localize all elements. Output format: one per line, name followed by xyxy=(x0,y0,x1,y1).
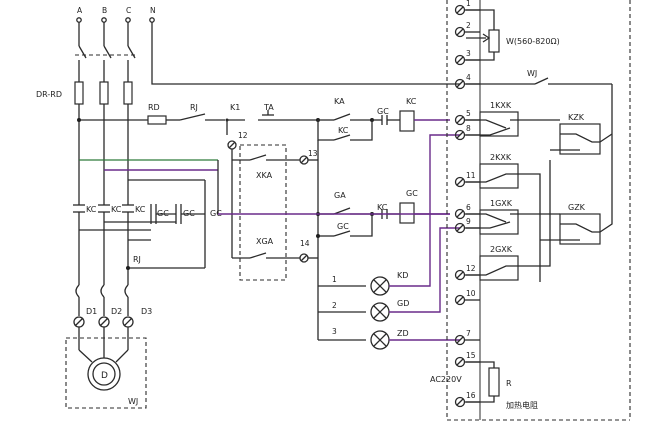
contact-gc-top-label: GC xyxy=(377,107,389,116)
terminal-d3-label: D3 xyxy=(141,307,152,316)
fuse-c xyxy=(123,81,133,105)
limit-switch-2gxk: 2GXK xyxy=(466,160,551,281)
fuse-a xyxy=(74,81,84,105)
terminal-number-10: 10 xyxy=(466,289,476,298)
switch-k1-label: K1 xyxy=(230,103,240,112)
button-xka-label: XKA xyxy=(256,171,273,180)
terminal-number-12: 12 xyxy=(466,264,476,273)
neutral-line xyxy=(151,22,460,85)
thermal-rj-label: RJ xyxy=(133,255,141,264)
contact-kc2-label: KC xyxy=(111,205,122,214)
local-control-panel: 12 XKA 13 XGA 14 xyxy=(226,120,319,281)
relay-rj-label: RJ xyxy=(190,103,198,112)
terminal-number-11: 11 xyxy=(466,171,476,180)
fuse-rd-label: RD xyxy=(148,103,160,112)
fuse-rd xyxy=(147,115,167,125)
node-12: 12 xyxy=(238,131,248,140)
potentiometer-w: W(560-820Ω) xyxy=(466,9,560,61)
lamp-kd-label: KD xyxy=(397,271,408,280)
terminal-number-4: 4 xyxy=(466,73,471,82)
terminal-number-3: 3 xyxy=(466,49,471,58)
resistor-r-label: R xyxy=(506,379,512,388)
phase-label-c: C xyxy=(126,6,131,15)
contact-ga-label: GA xyxy=(334,191,346,200)
button-xga-label: XGA xyxy=(256,237,274,246)
contact-kc3-label: KC xyxy=(135,205,146,214)
phase-label-b: B xyxy=(102,6,107,15)
panel-border xyxy=(239,144,287,281)
heater-label: 加热电阻 xyxy=(506,400,538,410)
phase-n-terminal xyxy=(149,17,155,23)
button-ta-label: TA xyxy=(263,103,274,112)
node-2: 2 xyxy=(332,301,337,310)
potentiometer-label: W(560-820Ω) xyxy=(506,37,560,46)
kzk-label: KZK xyxy=(568,113,585,122)
wj-line: WJ xyxy=(466,69,613,134)
terminal-number-6: 6 xyxy=(466,203,471,212)
motor-wj-label: WJ xyxy=(128,397,138,406)
terminal-d2-label: D2 xyxy=(111,307,122,316)
breaker-label: DR-RD xyxy=(36,90,62,99)
indicator-lamps: 1 KD 2 GD 3 ZD xyxy=(318,134,460,350)
contact-kc1-label: KC xyxy=(86,205,97,214)
phase-b-terminal xyxy=(101,17,107,23)
contact-kc-hold-label: KC xyxy=(338,126,349,135)
ac220v-label: AC220V xyxy=(430,375,462,384)
motor-section: D1 D2 D3 D WJ xyxy=(65,284,152,409)
terminal-d1-label: D1 xyxy=(86,307,97,316)
coil-gc xyxy=(399,202,415,224)
lamp-gd-label: GD xyxy=(397,299,409,308)
terminal-number-16: 16 xyxy=(466,391,476,400)
wj-switch-label: WJ xyxy=(527,69,537,78)
power-contacts: KC KC KC GC GC GC RJ xyxy=(73,159,450,285)
node-14: 14 xyxy=(300,239,310,248)
limit-switch-1kxk: 1KXK xyxy=(466,101,560,137)
gzk-label: GZK xyxy=(568,203,586,212)
coil-kc xyxy=(399,110,415,132)
motor-symbol xyxy=(87,357,121,391)
controller-gzk: GZK xyxy=(540,134,613,245)
lamp-zd-label: ZD xyxy=(397,329,409,338)
contact-kc-mid-label: KC xyxy=(377,203,388,212)
node-1: 1 xyxy=(332,275,337,284)
terminal-number-2: 2 xyxy=(466,21,471,30)
contact-gc-hold-label: GC xyxy=(337,222,349,231)
terminal-number-8: 8 xyxy=(466,124,471,133)
contact-gc3-label: GC xyxy=(210,209,222,218)
heater-circuit: AC220V R 加热电阻 xyxy=(430,361,538,410)
heater-resistor xyxy=(488,367,500,397)
coil-kc-label: KC xyxy=(406,97,417,106)
terminal-number-5: 5 xyxy=(466,109,471,118)
limit-switch-1gxk: 1GXK xyxy=(466,199,560,235)
motor-enclosure xyxy=(65,337,147,409)
controller-kzk: KZK xyxy=(550,113,613,155)
limit-2kxk-label: 2KXK xyxy=(490,153,512,162)
terminal-number-9: 9 xyxy=(466,217,471,226)
limit-2gxk-label: 2GXK xyxy=(490,245,513,254)
contact-ka-label: KA xyxy=(334,97,345,106)
terminal-number-7: 7 xyxy=(466,329,471,338)
control-main-line: RD RJ K1 TA KA GC KC KC xyxy=(77,97,450,141)
node-3: 3 xyxy=(332,327,337,336)
phase-c-terminal xyxy=(125,17,131,23)
motor-d-label: D xyxy=(101,371,108,381)
terminal-number-15: 15 xyxy=(466,351,476,360)
phase-a-terminal xyxy=(76,17,82,23)
phase-lines: A B C N DR-RD xyxy=(36,6,460,205)
terminal-number-1: 1 xyxy=(466,0,471,8)
coil-gc-label: GC xyxy=(406,189,418,198)
limit-1gxk-label: 1GXK xyxy=(490,199,513,208)
limit-switch-2kxk: 2KXK xyxy=(466,153,541,282)
phase-label-a: A xyxy=(77,6,83,15)
fuse-b xyxy=(99,81,109,105)
node-13: 13 xyxy=(308,149,318,158)
limit-1kxk-label: 1KXK xyxy=(490,101,512,110)
phase-label-n: N xyxy=(150,6,156,15)
